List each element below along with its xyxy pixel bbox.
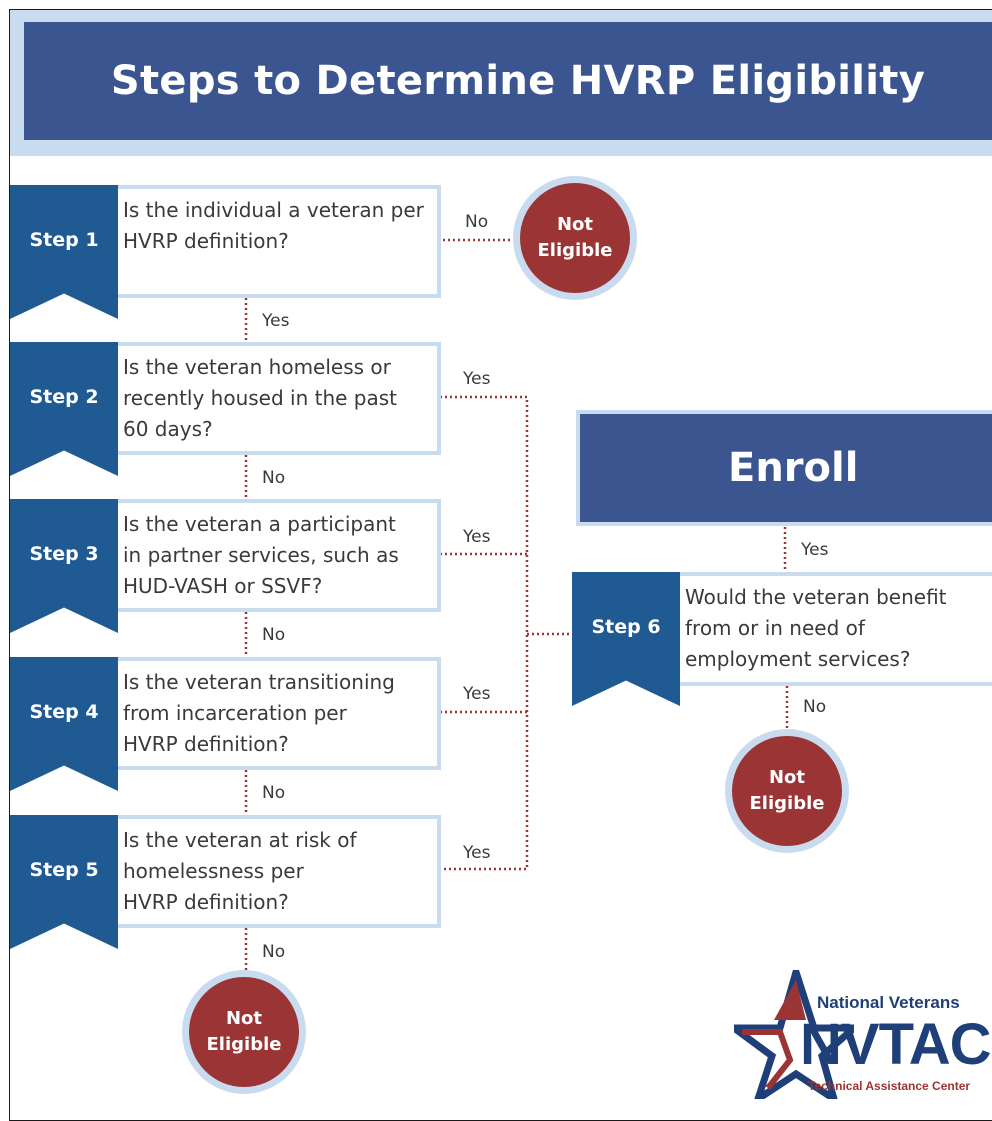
step2-question-line3: 60 days? <box>123 417 213 441</box>
not-eligible-text-line2: Eligible <box>749 793 825 814</box>
step4-label: Step 4 <box>29 701 99 723</box>
step1-label: Step 1 <box>29 229 99 251</box>
step6-question-line3: employment services? <box>685 647 911 671</box>
step2-no-label: No <box>262 468 286 488</box>
step6-no-label: No <box>803 697 827 717</box>
step5-question-line2: homelessness per <box>123 859 304 883</box>
not-eligible-text-line2: Eligible <box>537 240 613 261</box>
step1-no-label: No <box>465 212 489 232</box>
step1-question-line1: Is the individual a veteran per <box>123 198 424 222</box>
not-eligible-text-line1: Not <box>225 1008 263 1029</box>
step3-question-line1: Is the veteran a participant <box>123 512 396 536</box>
step3-question-line3: HUD-VASH or SSVF? <box>123 574 323 598</box>
step4-no-label: No <box>262 783 286 803</box>
step2-question-line2: recently housed in the past <box>123 386 398 410</box>
step5-question-box: Is the veteran at risk of homelessness p… <box>111 815 441 928</box>
step6-yes-label: Yes <box>801 540 829 560</box>
nvtac-star-icon <box>734 970 854 1099</box>
page-title: Steps to Determine HVRP Eligibility <box>110 58 926 104</box>
step4-question-line2: from incarceration per <box>123 701 347 725</box>
enroll-box: Enroll <box>576 410 992 526</box>
step3-question-line2: in partner services, such as <box>123 543 399 567</box>
step5-question-line1: Is the veteran at risk of <box>123 828 357 852</box>
logo-subtitle: Technical Assistance Center <box>808 1079 971 1093</box>
connector-step2-yes <box>440 395 529 871</box>
step1-question-box: Is the individual a veteran per HVRP def… <box>111 185 441 298</box>
step2-yes-label: Yes <box>463 369 491 389</box>
enroll-label: Enroll <box>728 445 859 491</box>
step5-yes-label: Yes <box>463 843 491 863</box>
step6-question-box: Would the veteran benefit from or in nee… <box>673 572 992 686</box>
step5-question-line3: HVRP definition? <box>123 890 289 914</box>
step5-label: Step 5 <box>29 859 99 881</box>
not-eligible-step5: Not Eligible <box>182 970 306 1094</box>
logo-organization-name: National Veterans <box>817 993 960 1012</box>
step3-no-label: No <box>262 625 286 645</box>
step4-question-line3: HVRP definition? <box>123 732 289 756</box>
step2-question-box: Is the veteran homeless or recently hous… <box>111 342 441 455</box>
step5-no-label: No <box>262 942 286 962</box>
step4-yes-label: Yes <box>463 684 491 704</box>
logo-acronym: NVTAC <box>800 1012 991 1077</box>
not-eligible-circle: Not Eligible <box>189 977 299 1087</box>
not-eligible-text-line1: Not <box>556 214 594 235</box>
step6-question-line1: Would the veteran benefit <box>685 585 947 609</box>
not-eligible-circle: Not Eligible <box>732 736 842 846</box>
step1-question-line2: HVRP definition? <box>123 229 289 253</box>
step4-question-box: Is the veteran transitioning from incarc… <box>111 657 441 770</box>
step2-question-line1: Is the veteran homeless or <box>123 355 391 379</box>
not-eligible-step6: Not Eligible <box>725 729 849 853</box>
step3-question-box: Is the veteran a participant in partner … <box>111 499 441 612</box>
not-eligible-step1: Not Eligible <box>513 176 637 300</box>
step1-yes-label: Yes <box>262 311 290 331</box>
not-eligible-circle: Not Eligible <box>520 183 630 293</box>
not-eligible-text-line1: Not <box>768 767 806 788</box>
step3-yes-label: Yes <box>463 527 491 547</box>
title-banner: Steps to Determine HVRP Eligibility <box>24 22 992 140</box>
not-eligible-text-line2: Eligible <box>206 1034 282 1055</box>
step6-label: Step 6 <box>591 616 661 638</box>
step3-label: Step 3 <box>29 543 99 565</box>
step4-question-line1: Is the veteran transitioning <box>123 670 395 694</box>
step6-question-line2: from or in need of <box>685 616 865 640</box>
step2-label: Step 2 <box>29 386 99 408</box>
